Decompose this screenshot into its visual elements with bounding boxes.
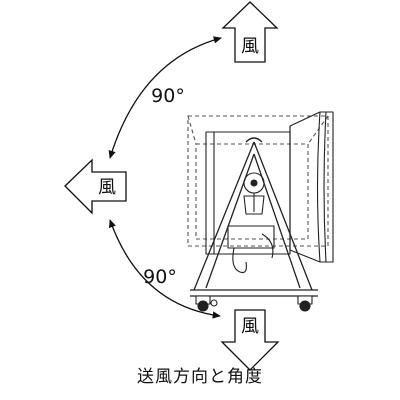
caster-right: [297, 295, 313, 312]
wind-label-up: 風: [241, 36, 259, 57]
diagram-caption: 送風方向と角度: [137, 367, 263, 387]
fan-housing-dashed: [187, 115, 329, 247]
caster-left: [195, 295, 218, 312]
angle-arc-lower: [108, 219, 221, 319]
angle-label-lower: 90°: [143, 266, 177, 288]
wind-label-left: 風: [98, 177, 116, 198]
pivot-hub: [243, 172, 265, 215]
wind-arrow-up: 風: [221, 1, 279, 63]
motor-cable: [227, 225, 275, 274]
fan-stand: [190, 137, 318, 297]
fan-illustration: [187, 111, 334, 312]
angle-label-upper: 90°: [151, 85, 185, 107]
wind-label-down: 風: [241, 316, 259, 337]
fan-body: [205, 111, 334, 263]
wind-arrow-left: 風: [64, 158, 127, 215]
wind-arrow-down: 風: [220, 309, 280, 371]
angle-arc-upper: [108, 36, 222, 159]
